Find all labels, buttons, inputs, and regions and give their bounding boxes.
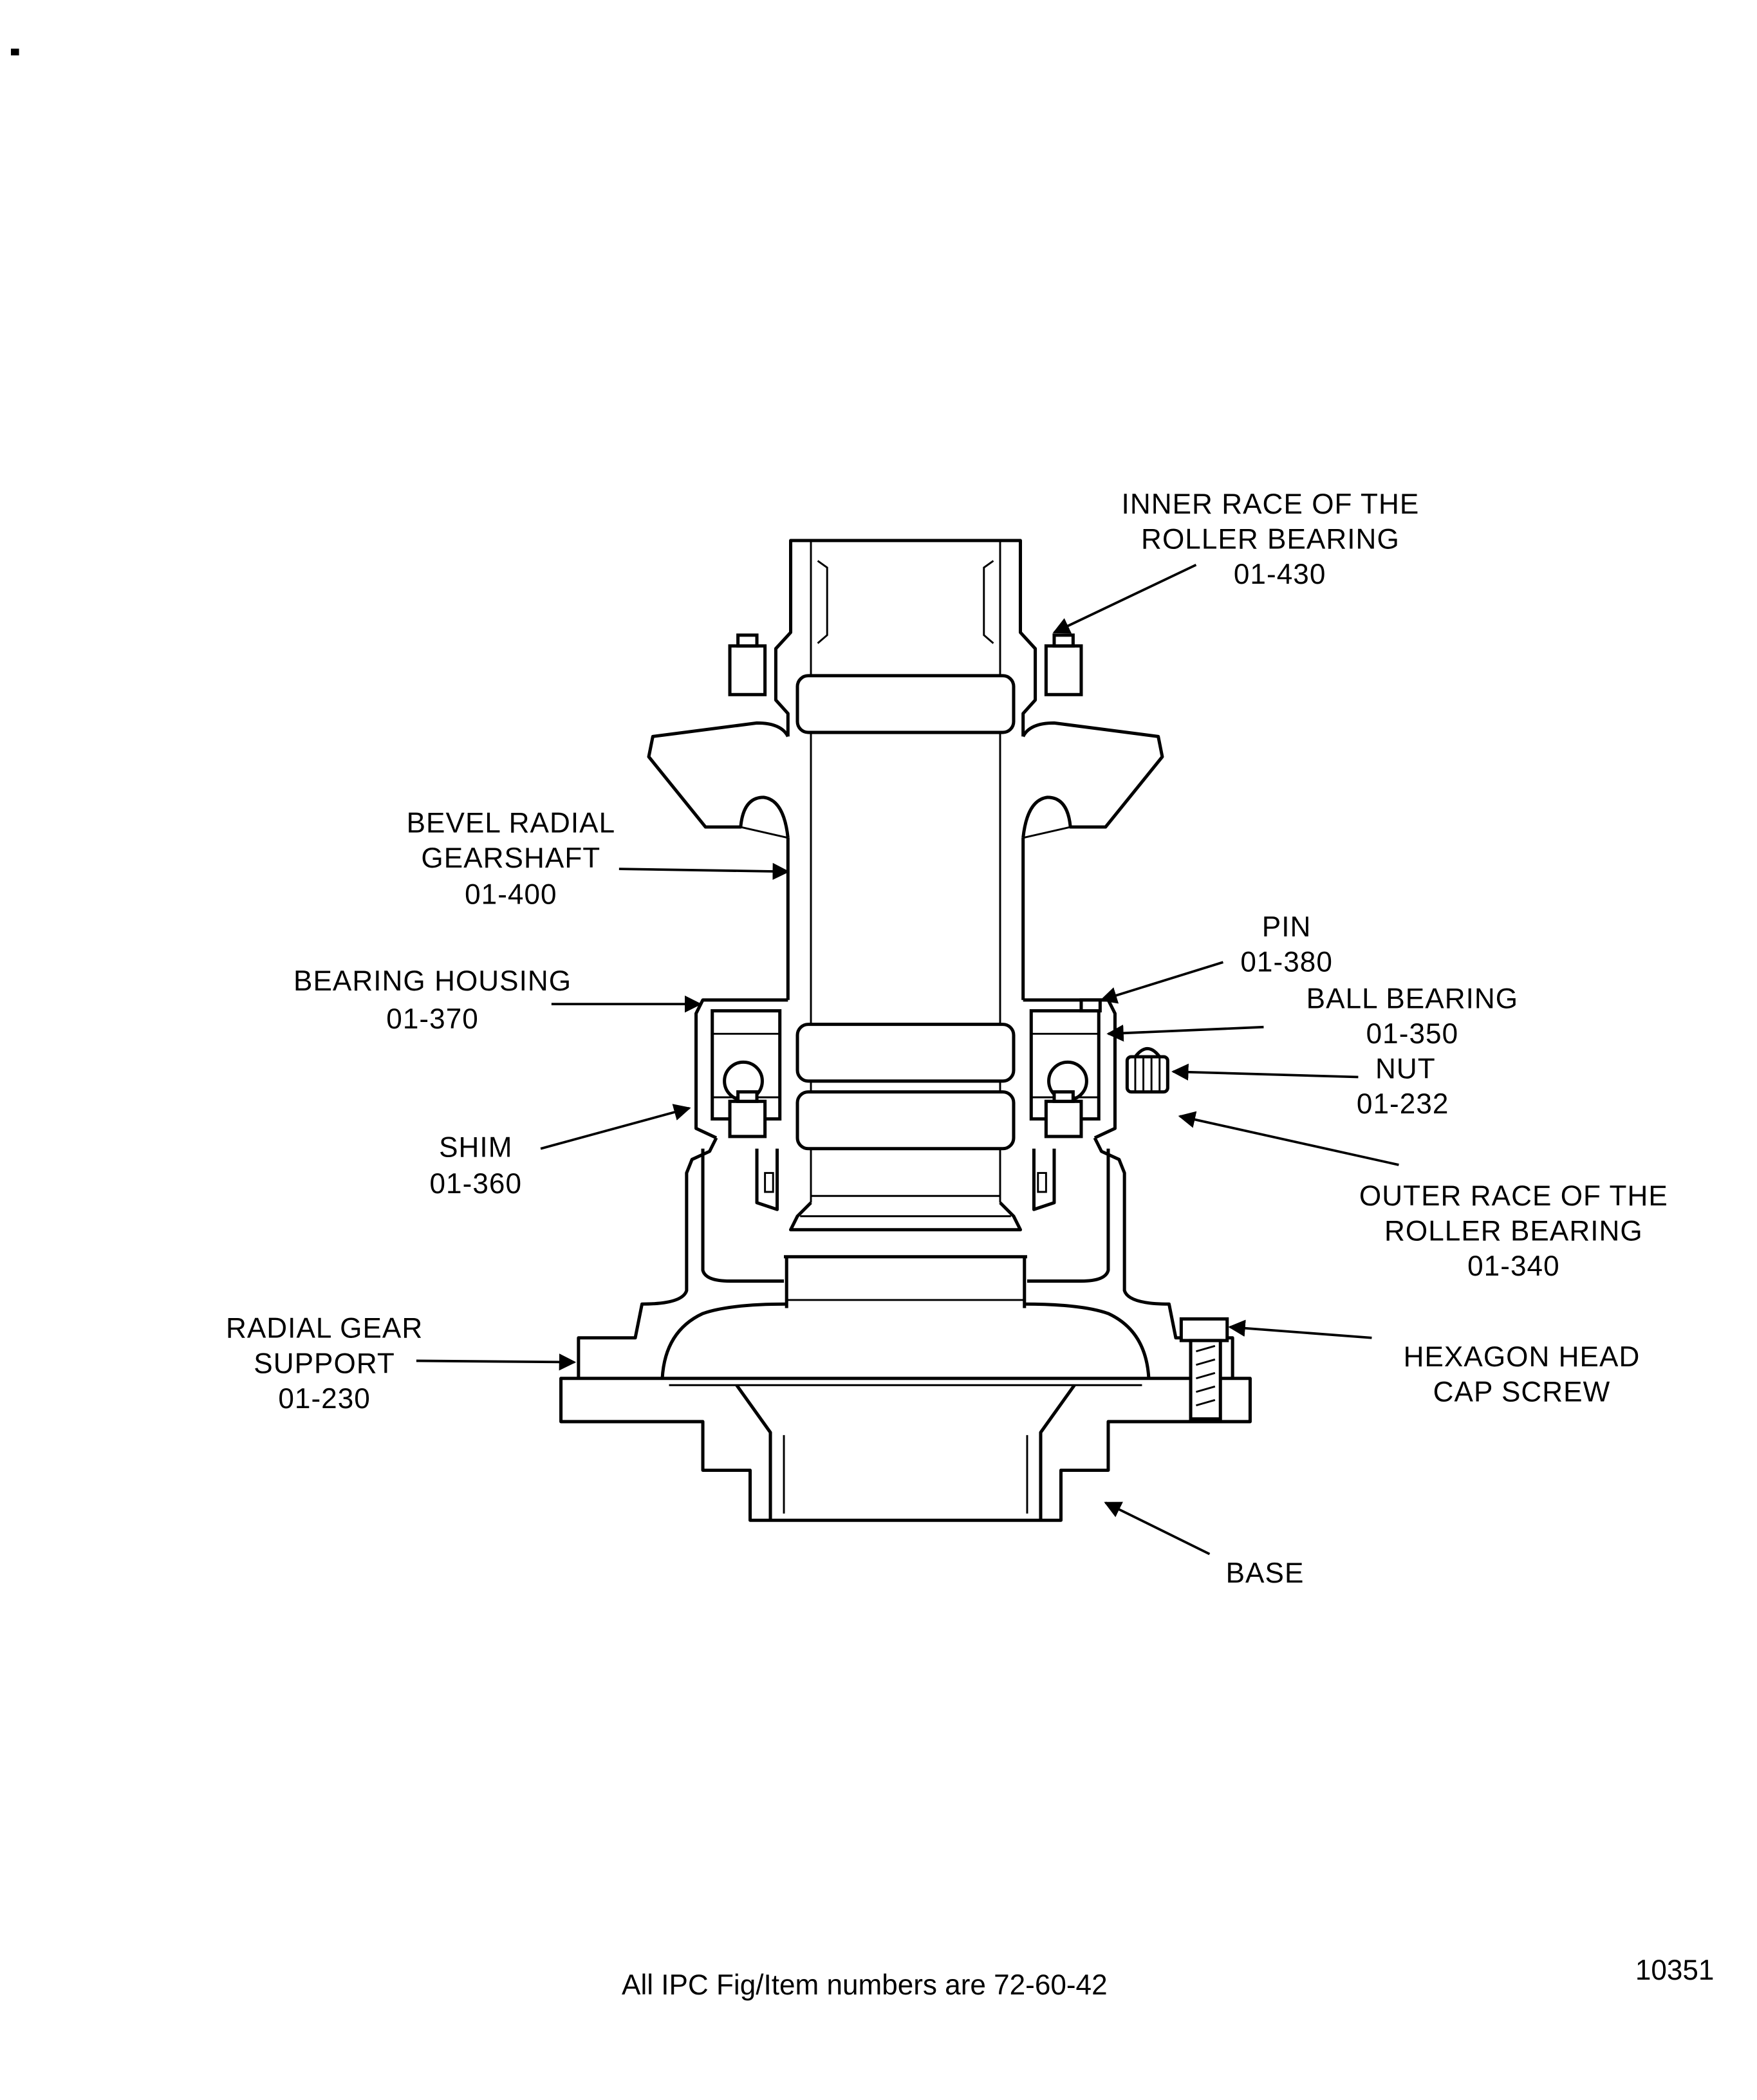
ipc-reference-note: All IPC Fig/Item numbers are 72-60-42 — [622, 1969, 1108, 2001]
leader-arrow — [1106, 1025, 1264, 1042]
callout-nut: NUT 01-232 — [1171, 1054, 1449, 1120]
gearshaft-assembly-drawing — [559, 541, 1250, 1520]
callout-text: GEARSHAFT — [421, 842, 600, 874]
leader-arrow — [1178, 1111, 1399, 1166]
leader-arrow — [1228, 1319, 1372, 1339]
callout-shim: SHIM 01-360 — [429, 1104, 691, 1200]
pin-shape — [1079, 998, 1102, 1013]
leader-arrow — [540, 1104, 691, 1150]
callout-pin: PIN 01-380 — [1099, 911, 1333, 1004]
callout-outer-race: OUTER RACE OF THE ROLLER BEARING 01-340 — [1178, 1111, 1668, 1282]
hex-cap-screw-shape — [1179, 1317, 1229, 1421]
callout-part-number: 01-400 — [465, 879, 557, 911]
callout-bearing-housing: BEARING HOUSING 01-370 — [293, 965, 702, 1035]
callout-text: BEARING HOUSING — [293, 965, 572, 997]
leader-arrow — [416, 1353, 577, 1371]
callout-part-number: 01-232 — [1357, 1088, 1449, 1120]
band-middle — [795, 1023, 1016, 1083]
nut-shape — [1125, 1046, 1169, 1094]
callout-text: SHIM — [439, 1131, 512, 1163]
callout-ball-bearing: BALL BEARING 01-350 — [1106, 983, 1518, 1050]
callout-text: RADIAL GEAR — [226, 1313, 423, 1344]
callout-part-number: 01-230 — [278, 1383, 371, 1415]
leader-arrow — [1052, 563, 1197, 634]
leader-arrow — [618, 862, 790, 880]
callout-text: BALL BEARING — [1306, 983, 1518, 1014]
callout-text: OUTER RACE OF THE — [1359, 1180, 1668, 1212]
callout-cap-screw: HEXAGON HEAD CAP SCREW — [1228, 1319, 1641, 1408]
callout-part-number: 01-360 — [429, 1168, 522, 1200]
callout-text: INNER RACE OF THE — [1122, 488, 1420, 520]
callout-text: CAP SCREW — [1433, 1376, 1611, 1408]
callout-gearshaft: BEVEL RADIAL GEARSHAFT 01-400 — [407, 807, 790, 911]
callout-inner-race: INNER RACE OF THE ROLLER BEARING 01-430 — [1052, 488, 1420, 634]
callout-text: ROLLER BEARING — [1141, 523, 1400, 555]
callout-part-number: 01-350 — [1366, 1018, 1459, 1050]
callout-part-number: 01-340 — [1467, 1250, 1560, 1282]
callout-base: BASE — [1104, 1501, 1305, 1589]
leader-arrow — [1099, 961, 1223, 1004]
inner-race-band-upper — [795, 674, 1016, 734]
scan-mark — [10, 48, 19, 56]
callout-text: PIN — [1262, 911, 1312, 943]
leader-arrow — [1104, 1501, 1211, 1556]
leader-arrow — [1171, 1063, 1359, 1081]
callout-text: SUPPORT — [254, 1348, 395, 1379]
callout-part-number: 01-370 — [386, 1003, 479, 1035]
callout-part-number: 01-380 — [1240, 947, 1333, 978]
callout-text: HEXAGON HEAD — [1404, 1341, 1641, 1373]
callout-text: ROLLER BEARING — [1384, 1216, 1643, 1247]
figure-number: 10351 — [1635, 1955, 1715, 1986]
band-lower — [795, 1090, 1016, 1151]
callout-text: BASE — [1226, 1557, 1305, 1589]
callout-radial-gear-support: RADIAL GEAR SUPPORT 01-230 — [226, 1313, 577, 1415]
callout-text: BEVEL RADIAL — [407, 807, 616, 839]
callout-text: NUT — [1375, 1054, 1436, 1085]
callout-part-number: 01-430 — [1234, 559, 1326, 590]
